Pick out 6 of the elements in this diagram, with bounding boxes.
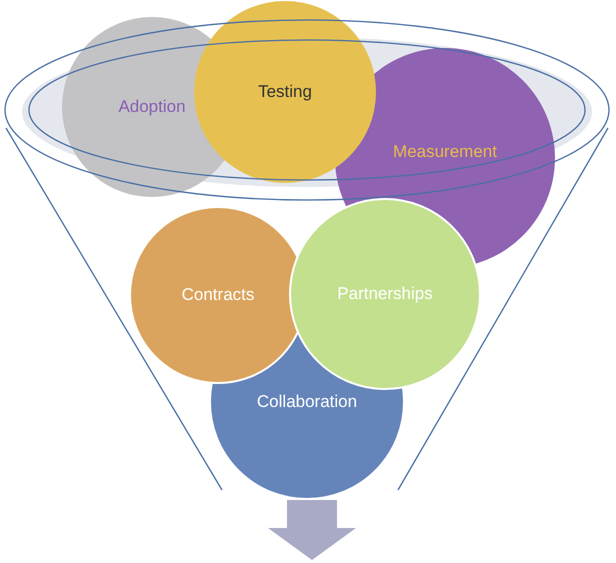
circle-label: Partnerships: [337, 284, 433, 304]
circle-label: Adoption: [118, 97, 186, 117]
circle-label: Measurement: [393, 142, 497, 162]
circle-label: Collaboration: [256, 392, 358, 412]
circle-label: Testing: [258, 82, 312, 102]
circle-label: Contracts: [182, 285, 254, 305]
